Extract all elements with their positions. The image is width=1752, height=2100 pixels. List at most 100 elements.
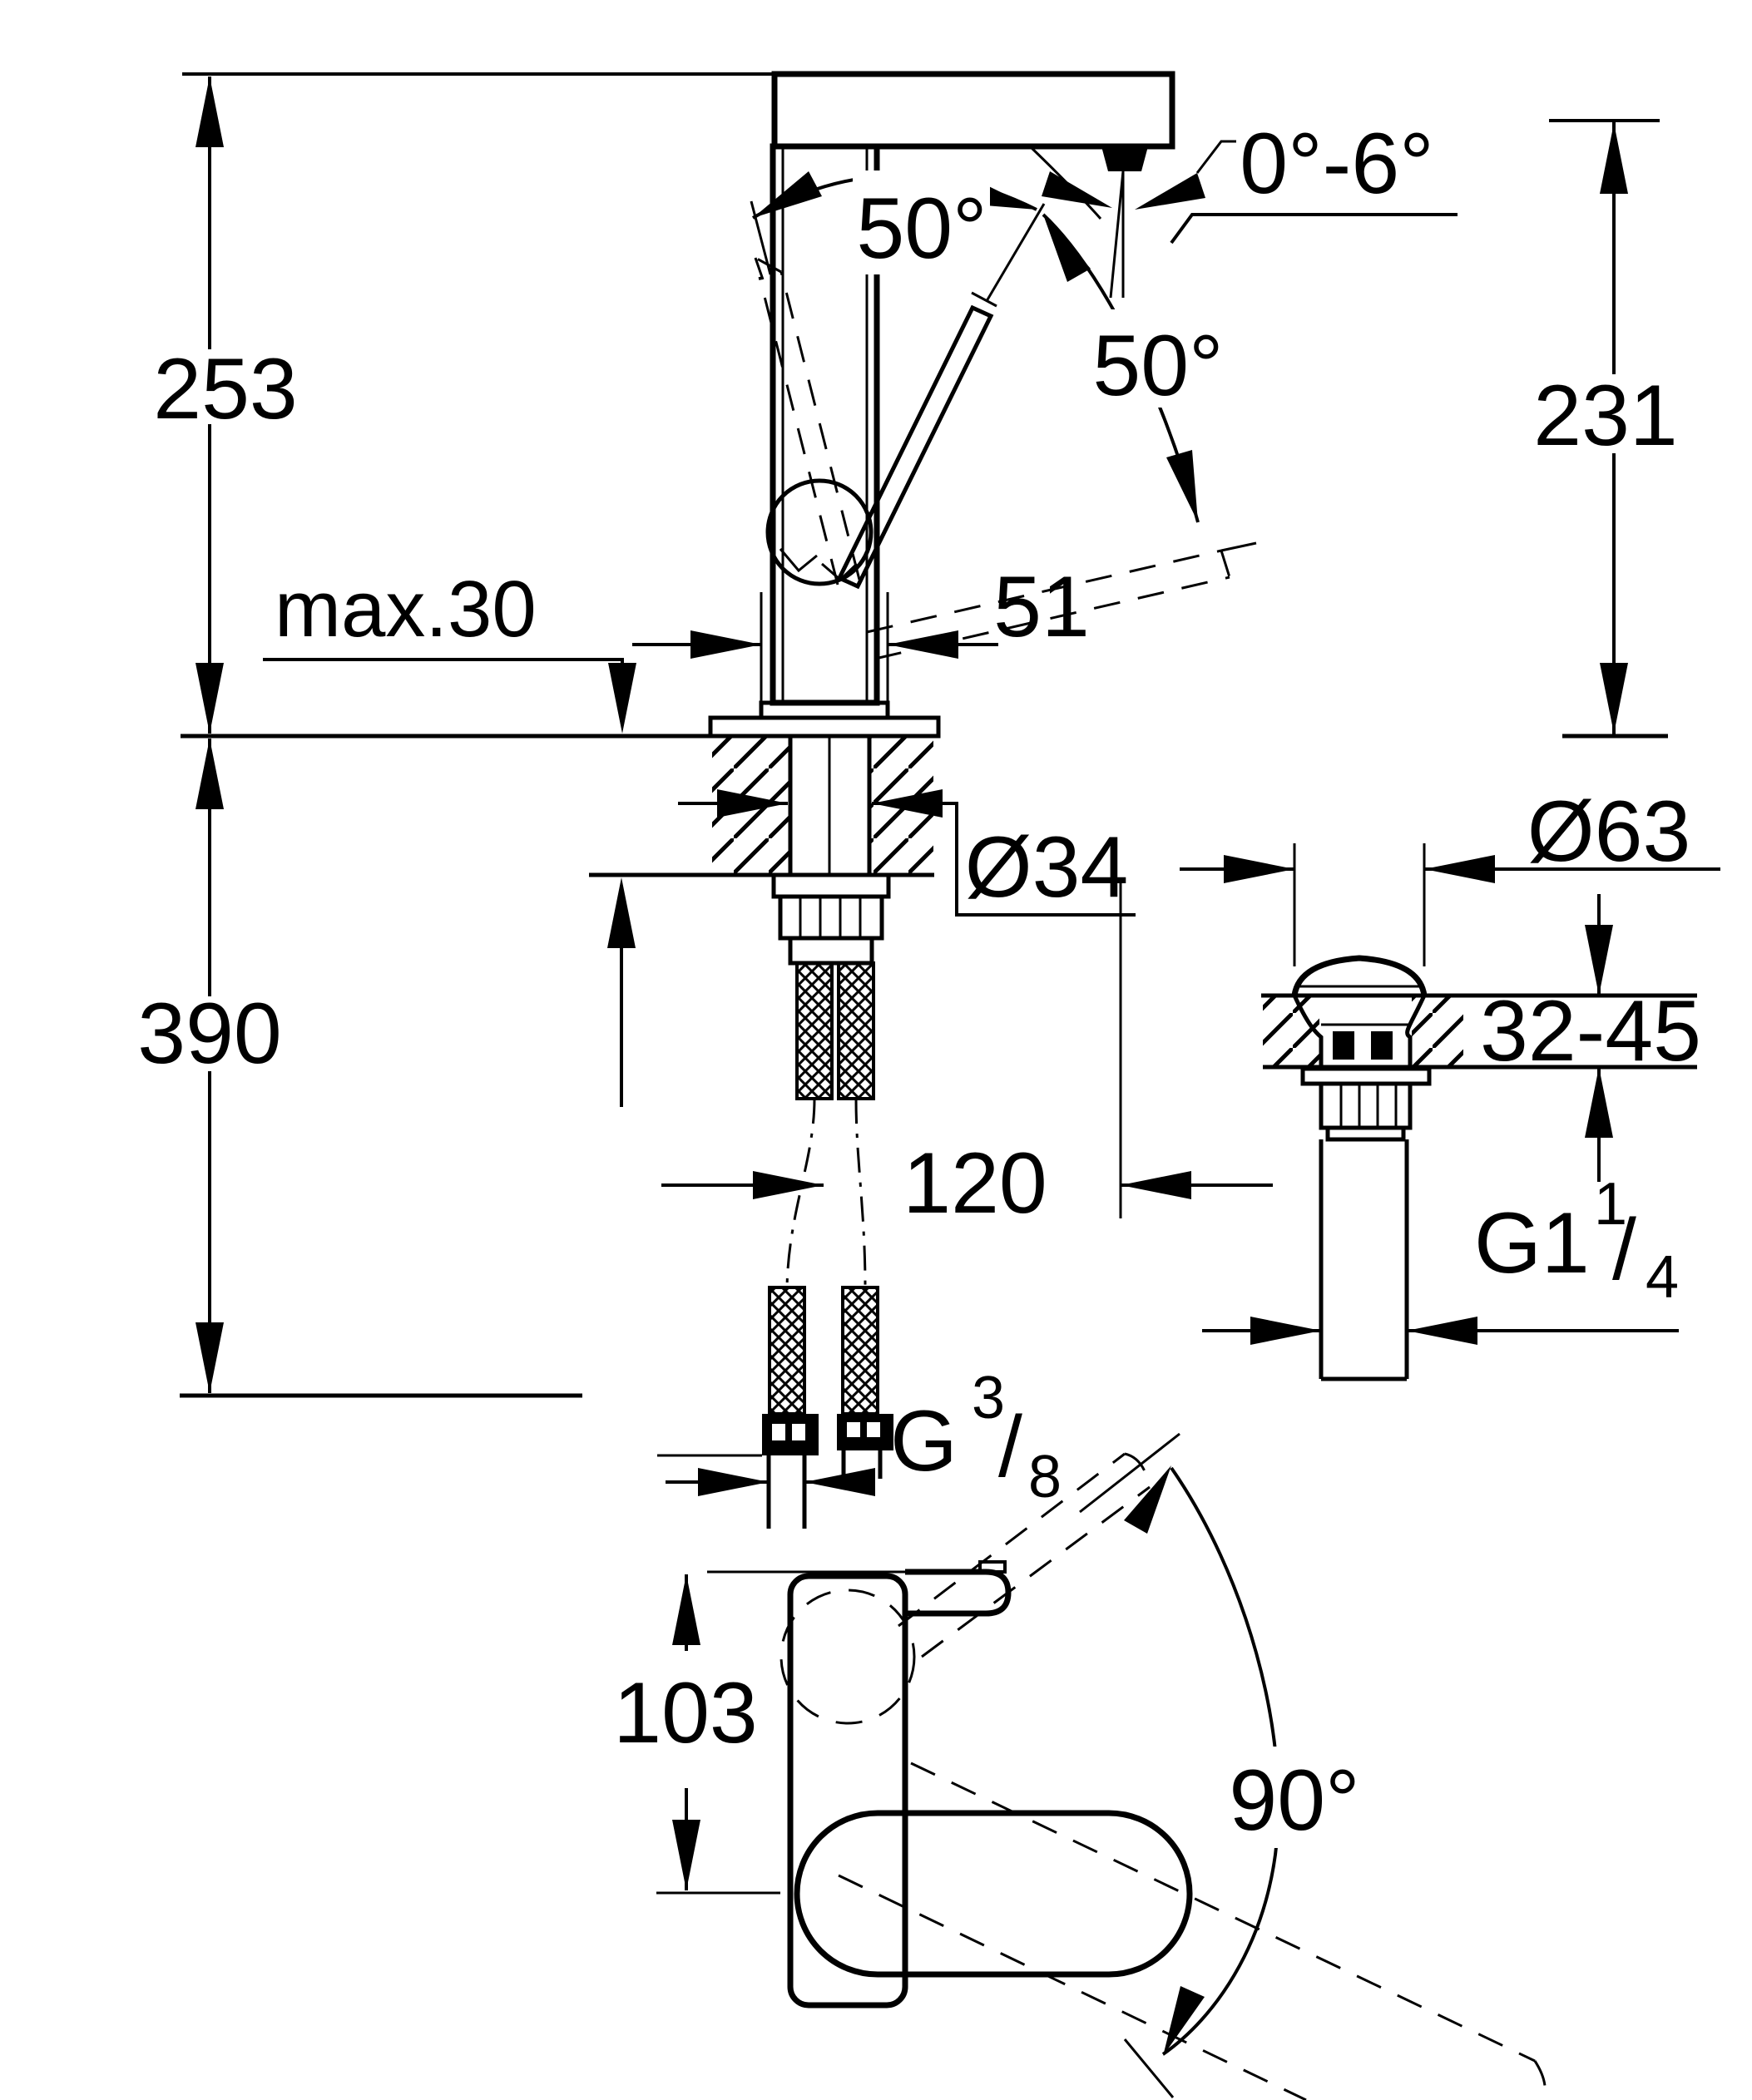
popup-cap-dome bbox=[1291, 955, 1428, 996]
dim-120-arrow-right bbox=[1121, 1171, 1191, 1199]
label-supply-thread-g: G bbox=[890, 1393, 958, 1490]
halo-50-right bbox=[1091, 309, 1225, 408]
label-lever-angle-left: 50° bbox=[856, 180, 987, 277]
dim-103-arrow-top bbox=[672, 1574, 700, 1645]
arc-90-arrow-bottom bbox=[1163, 1986, 1205, 2056]
popup-washer bbox=[1325, 1125, 1406, 1142]
label-overall-height: 253 bbox=[153, 341, 298, 437]
label-mount-hole: Ø34 bbox=[965, 819, 1129, 916]
spray-arrow-left bbox=[1042, 171, 1112, 208]
label-max-deck: max.30 bbox=[275, 565, 537, 654]
dim-103-arrow-bottom bbox=[672, 1820, 700, 1890]
hose-connector-left bbox=[762, 1414, 819, 1455]
supply-pipe-right bbox=[841, 1450, 883, 1479]
handle-pivot-circle bbox=[765, 478, 874, 586]
plan-body bbox=[787, 1573, 908, 2009]
arc-50-right-arrow bbox=[1166, 450, 1198, 522]
dim-g114-arrow-left bbox=[1250, 1317, 1321, 1345]
arc-50-mid-arrow-b bbox=[1043, 215, 1091, 282]
connector-slot-l1 bbox=[772, 1424, 785, 1440]
connector-slot-l2 bbox=[792, 1424, 805, 1440]
label-supply-thread-sub: 8 bbox=[1028, 1444, 1062, 1510]
arc-50-left-arrow bbox=[753, 171, 822, 218]
hose-break-left bbox=[785, 1098, 816, 1288]
label-below-deck-length: 390 bbox=[137, 986, 282, 1082]
dim-51-ext-lines bbox=[760, 592, 889, 705]
dim-390-arrow-bottom bbox=[195, 1322, 224, 1393]
max30-underline bbox=[263, 658, 624, 665]
spout-bar bbox=[771, 71, 1175, 150]
hose-connector-right bbox=[837, 1414, 893, 1450]
lever-cap-tick bbox=[971, 291, 997, 308]
plan-spout bbox=[905, 1569, 1012, 1617]
connector-slot-r1 bbox=[847, 1422, 860, 1437]
pivot-chevron-1 bbox=[779, 548, 818, 573]
popup-locknut-ribs bbox=[1339, 1084, 1398, 1128]
label-waste-thread-g: G1 bbox=[1474, 1195, 1590, 1292]
supply-pipe-left bbox=[766, 1455, 807, 1529]
dim-o63-arrow-left bbox=[1224, 855, 1294, 883]
dim-o34-arrow-left bbox=[717, 789, 788, 818]
hose-block bbox=[788, 936, 874, 966]
dim-51-arrow-right bbox=[888, 630, 958, 659]
arc-90-end-tick bbox=[1123, 2038, 1175, 2098]
popup-neck bbox=[1292, 994, 1427, 1067]
lever-solid bbox=[836, 304, 994, 590]
dim-o34-arrow-right bbox=[872, 789, 943, 818]
plan-spout-nozzle bbox=[978, 1560, 1007, 1574]
max30-arrow-upper bbox=[608, 663, 636, 734]
label-waste-thread-sub: 4 bbox=[1646, 1244, 1679, 1311]
dim-o63-ext-lines bbox=[1293, 843, 1426, 966]
label-waste-flange: Ø63 bbox=[1527, 783, 1691, 880]
dim-253-arrow-top bbox=[195, 77, 224, 147]
dim-390-arrow-top bbox=[195, 739, 224, 809]
spray-leader bbox=[1195, 140, 1236, 174]
dim-3245-arrow-bottom bbox=[1585, 1067, 1613, 1138]
hose-upper-left bbox=[795, 961, 834, 1100]
lever-dashed-up bbox=[754, 256, 861, 586]
lever-up-ext bbox=[750, 200, 772, 275]
lever-down-ext bbox=[1220, 541, 1257, 552]
plan-cartridge-circle bbox=[779, 1589, 916, 1725]
dim-120-arrow-left bbox=[753, 1171, 824, 1199]
hose-break-right bbox=[854, 1098, 867, 1288]
dim-g38-arrow-right bbox=[804, 1468, 875, 1496]
top-view bbox=[656, 1432, 1547, 2100]
waste-hatch-right bbox=[1412, 997, 1463, 1065]
plan-handle bbox=[794, 1810, 1193, 1978]
label-waste-thread-slash: / bbox=[1612, 1202, 1636, 1298]
spray-arrow-right bbox=[1135, 173, 1205, 210]
shank-washer bbox=[771, 872, 891, 899]
aerator-nozzle bbox=[1101, 146, 1148, 171]
popup-slot-2 bbox=[1371, 1031, 1393, 1060]
hose-upper-right bbox=[837, 961, 875, 1100]
label-hose-offset: 120 bbox=[903, 1135, 1047, 1232]
dim-g114-arrow-right bbox=[1407, 1317, 1477, 1345]
halo-50-left bbox=[853, 170, 990, 274]
lever-centerline-ext bbox=[985, 203, 1046, 302]
halo-90 bbox=[1216, 1747, 1374, 1848]
base-plinth bbox=[708, 715, 941, 739]
front-view bbox=[180, 71, 1668, 1529]
popup-flange bbox=[1300, 1066, 1432, 1086]
waste-hatch-left bbox=[1263, 997, 1319, 1065]
label-lever-angle-right: 50° bbox=[1092, 318, 1223, 414]
popup-tailpipe bbox=[1319, 1139, 1409, 1381]
arc-90-arrow-top bbox=[1124, 1465, 1171, 1534]
lever-dashed-down bbox=[866, 549, 1231, 660]
popup-slot-1 bbox=[1333, 1031, 1354, 1060]
dim-231-arrow-top bbox=[1600, 123, 1628, 194]
dim-231-arrow-bottom bbox=[1600, 663, 1628, 734]
dim-51-arrow-left bbox=[690, 630, 761, 659]
label-outlet-height: 231 bbox=[1533, 368, 1678, 464]
spray-lines bbox=[1109, 170, 1125, 299]
label-plan-depth: 103 bbox=[613, 1665, 758, 1762]
max30-arrow-lower bbox=[607, 877, 636, 948]
label-body-width: 51 bbox=[993, 559, 1090, 655]
connector-slot-r2 bbox=[867, 1422, 880, 1437]
dim-253-arrow-bottom bbox=[195, 663, 224, 734]
hose-lower-left bbox=[768, 1286, 806, 1416]
label-supply-thread-slash: / bbox=[998, 1399, 1022, 1495]
